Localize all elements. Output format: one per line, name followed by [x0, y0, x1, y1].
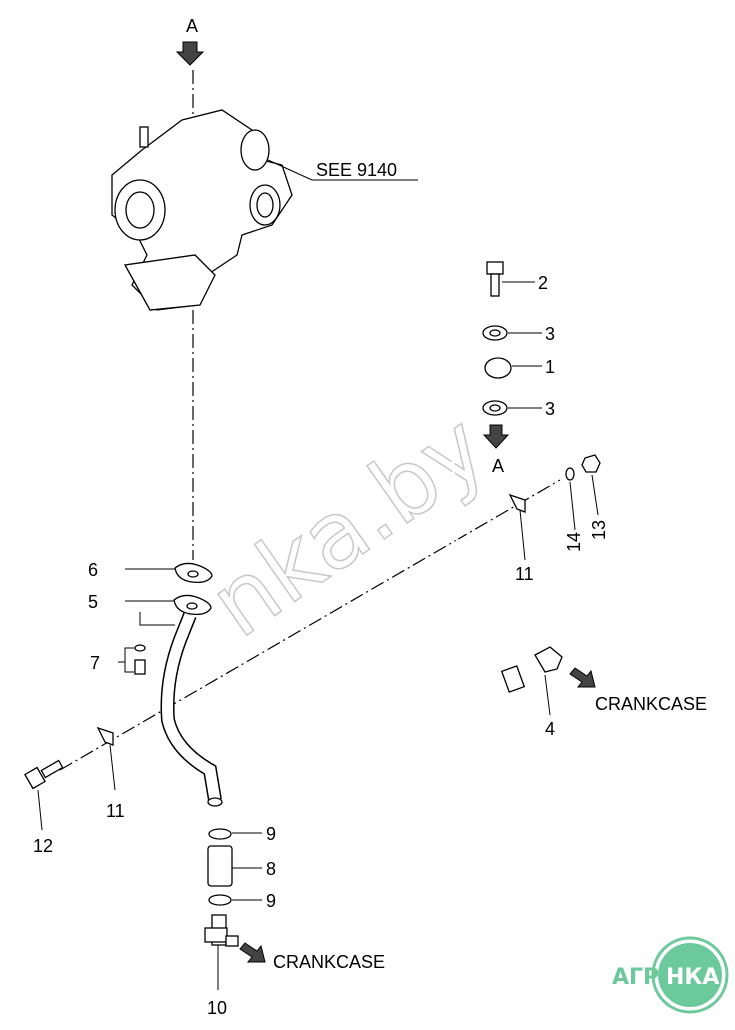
- callout-11-left: 11: [106, 801, 125, 821]
- logo-text-right: НКА: [666, 965, 719, 990]
- logo-text-left: АГРО: [612, 965, 678, 990]
- hose-8: [207, 845, 233, 887]
- tee-fitting-10: [204, 914, 239, 947]
- clamp-9-bottom: [208, 894, 232, 906]
- elbow-fitting-4: [500, 646, 563, 693]
- callout-8: 8: [266, 859, 276, 879]
- clamp-9-top: [208, 828, 232, 840]
- bolt-7: [134, 659, 146, 675]
- callout-5: 5: [88, 592, 98, 612]
- callout-4: 4: [545, 719, 555, 739]
- oil-feed-pipe: [447, 349, 516, 694]
- callout-3-bottom: 3: [545, 399, 555, 419]
- turbocharger: [111, 109, 293, 311]
- callout-10: 10: [207, 998, 227, 1018]
- callout-1: 1: [545, 357, 555, 377]
- washer-7: [134, 644, 146, 652]
- bolt-2: [486, 261, 504, 297]
- banjo-fitting-1: [484, 357, 512, 379]
- view-arrow-a-icon: [482, 424, 510, 449]
- view-label-a-top: A: [186, 16, 198, 36]
- clip-11-right: [508, 493, 526, 513]
- axis-line-diagonal: [59, 479, 561, 771]
- callout-2: 2: [538, 273, 548, 293]
- callout-9-top: 9: [266, 824, 276, 844]
- view-arrow-icon: [175, 41, 205, 66]
- nut-13: [581, 454, 601, 473]
- crankcase-arrow-bottom-icon: [239, 942, 266, 963]
- reference-see-9140: SEE 9140: [316, 160, 397, 180]
- watermark: nka.by: [191, 393, 505, 658]
- crankcase-arrow-right-icon: [569, 667, 596, 688]
- callout-9-bottom: 9: [266, 891, 276, 911]
- clip-11-left: [96, 726, 114, 746]
- leader-see-9140: [267, 159, 313, 181]
- crankcase-label-bottom: CRANKCASE: [273, 952, 385, 972]
- callout-11-right: 11: [515, 564, 534, 584]
- callout-14: 14: [564, 532, 584, 552]
- callout-6: 6: [88, 560, 98, 580]
- washer-14: [565, 467, 575, 481]
- callout-3-top: 3: [545, 324, 555, 344]
- agronka-logo: АГРО НКА: [612, 936, 729, 1014]
- crankcase-label-right: CRANKCASE: [595, 694, 707, 714]
- callout-7: 7: [90, 653, 100, 673]
- callout-12: 12: [33, 836, 53, 856]
- view-label-a-mid: A: [492, 456, 504, 476]
- bolt-12: [24, 759, 64, 790]
- callout-13: 13: [589, 520, 609, 540]
